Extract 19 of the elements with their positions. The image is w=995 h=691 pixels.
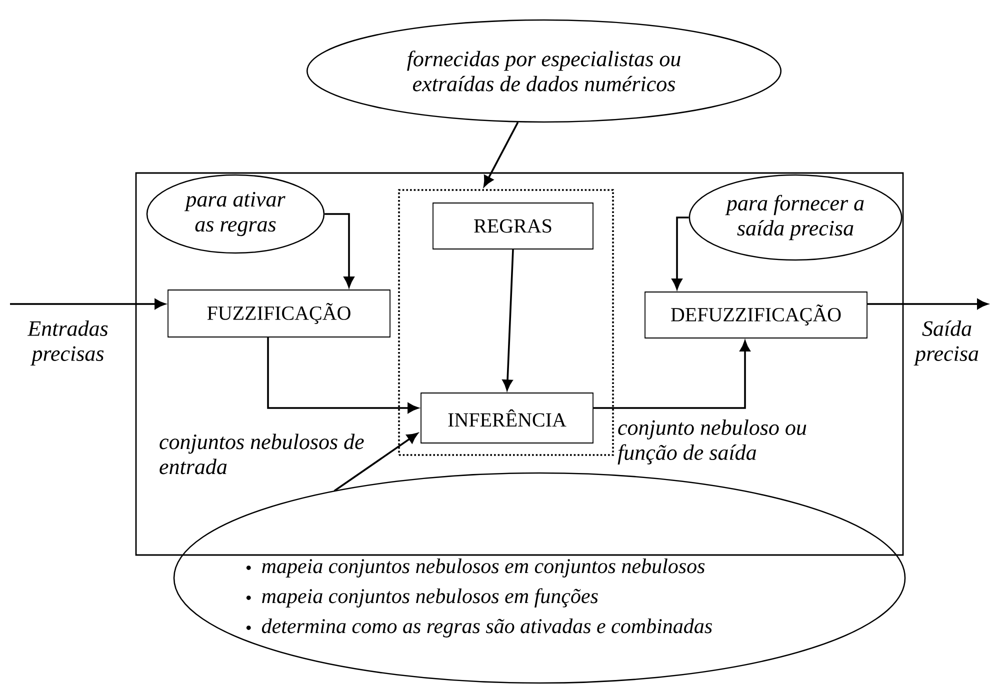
arrow [867,298,988,310]
process-box: DEFUZZIFICAÇÃO [644,292,868,338]
edge-label: Entradas precisas [27,320,108,366]
inference-group-box [398,189,614,456]
process-box: REGRAS [432,202,594,250]
process-box: INFERÊNCIA [420,392,594,444]
edge-label: Saída precisa [914,320,978,366]
arrow [484,122,519,187]
edge-label: conjuntos nebulosos de entrada [160,434,364,474]
arrow [334,432,418,492]
process-box: FUZZIFICAÇÃO [168,290,390,338]
edge-label: conjunto nebuloso ou função de saída [618,420,806,464]
arrow [502,249,514,390]
arrow [672,216,689,290]
arrow [593,340,750,409]
arrow [324,213,354,288]
arrow [267,337,418,414]
arrow [10,298,166,310]
system-frame [135,172,904,556]
